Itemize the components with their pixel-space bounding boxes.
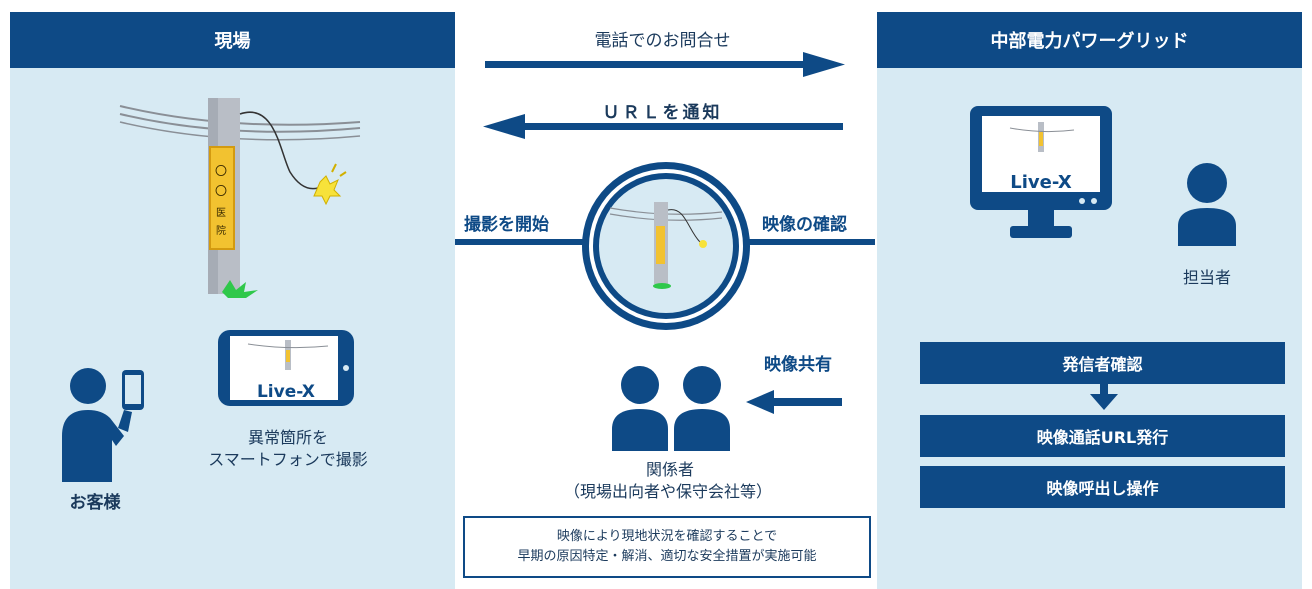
share-arrow-left-icon	[746, 390, 842, 414]
phone-inquiry-label: 電話でのお問合せ	[594, 31, 731, 51]
customer-label: お客様	[69, 493, 121, 513]
monitor-app-label: Live-X	[1010, 172, 1072, 193]
arrow-left-icon	[483, 114, 843, 139]
capture-instruction-line2: スマートフォンで撮影	[208, 450, 368, 469]
customer-person-icon	[62, 368, 144, 482]
utility-pole-illustration	[119, 98, 361, 298]
pole-sign-char: 医	[216, 208, 226, 219]
step-video-call-operation: 映像呼出し操作	[920, 466, 1285, 508]
smartphone-icon	[218, 330, 354, 406]
arrow-right-icon	[485, 52, 845, 77]
operator-person-icon	[1178, 163, 1236, 246]
benefit-note-box: 映像により現地状況を確認することで 早期の原因特定・解消、適切な安全措置が実施可…	[463, 516, 871, 578]
site-panel-title: 現場	[10, 12, 455, 68]
pole-sign-char: 〇	[214, 164, 227, 178]
live-video-circle	[582, 162, 750, 330]
monitor-icon	[970, 106, 1112, 238]
company-panel-title: 中部電力パワーグリッド	[877, 12, 1302, 68]
operator-label: 担当者	[1182, 268, 1231, 287]
pole-sign-char: 院	[216, 226, 226, 237]
step-down-arrow-icon	[1090, 384, 1118, 410]
capture-instruction-line1: 異常箇所を	[247, 428, 328, 447]
step-caller-verification: 発信者確認	[920, 342, 1285, 384]
stakeholders-group-icon	[612, 366, 730, 451]
video-confirm-label: 映像の確認	[762, 215, 847, 235]
benefit-note-line2: 早期の原因特定・解消、適切な安全措置が実施可能	[517, 549, 817, 564]
pole-sign-char: 〇	[214, 184, 227, 198]
benefit-note-line1: 映像により現地状況を確認することで	[556, 529, 778, 544]
start-capture-label: 撮影を開始	[464, 215, 549, 235]
phone-app-label: Live-X	[256, 382, 316, 402]
url-notify-label: ＵＲＬを通知	[602, 103, 723, 123]
stakeholders-detail: （現場出向者や保守会社等）	[563, 482, 772, 501]
video-share-label: 映像共有	[764, 355, 832, 375]
step-issue-video-url: 映像通話URL発行	[920, 415, 1285, 457]
stakeholders-label: 関係者	[645, 460, 694, 479]
